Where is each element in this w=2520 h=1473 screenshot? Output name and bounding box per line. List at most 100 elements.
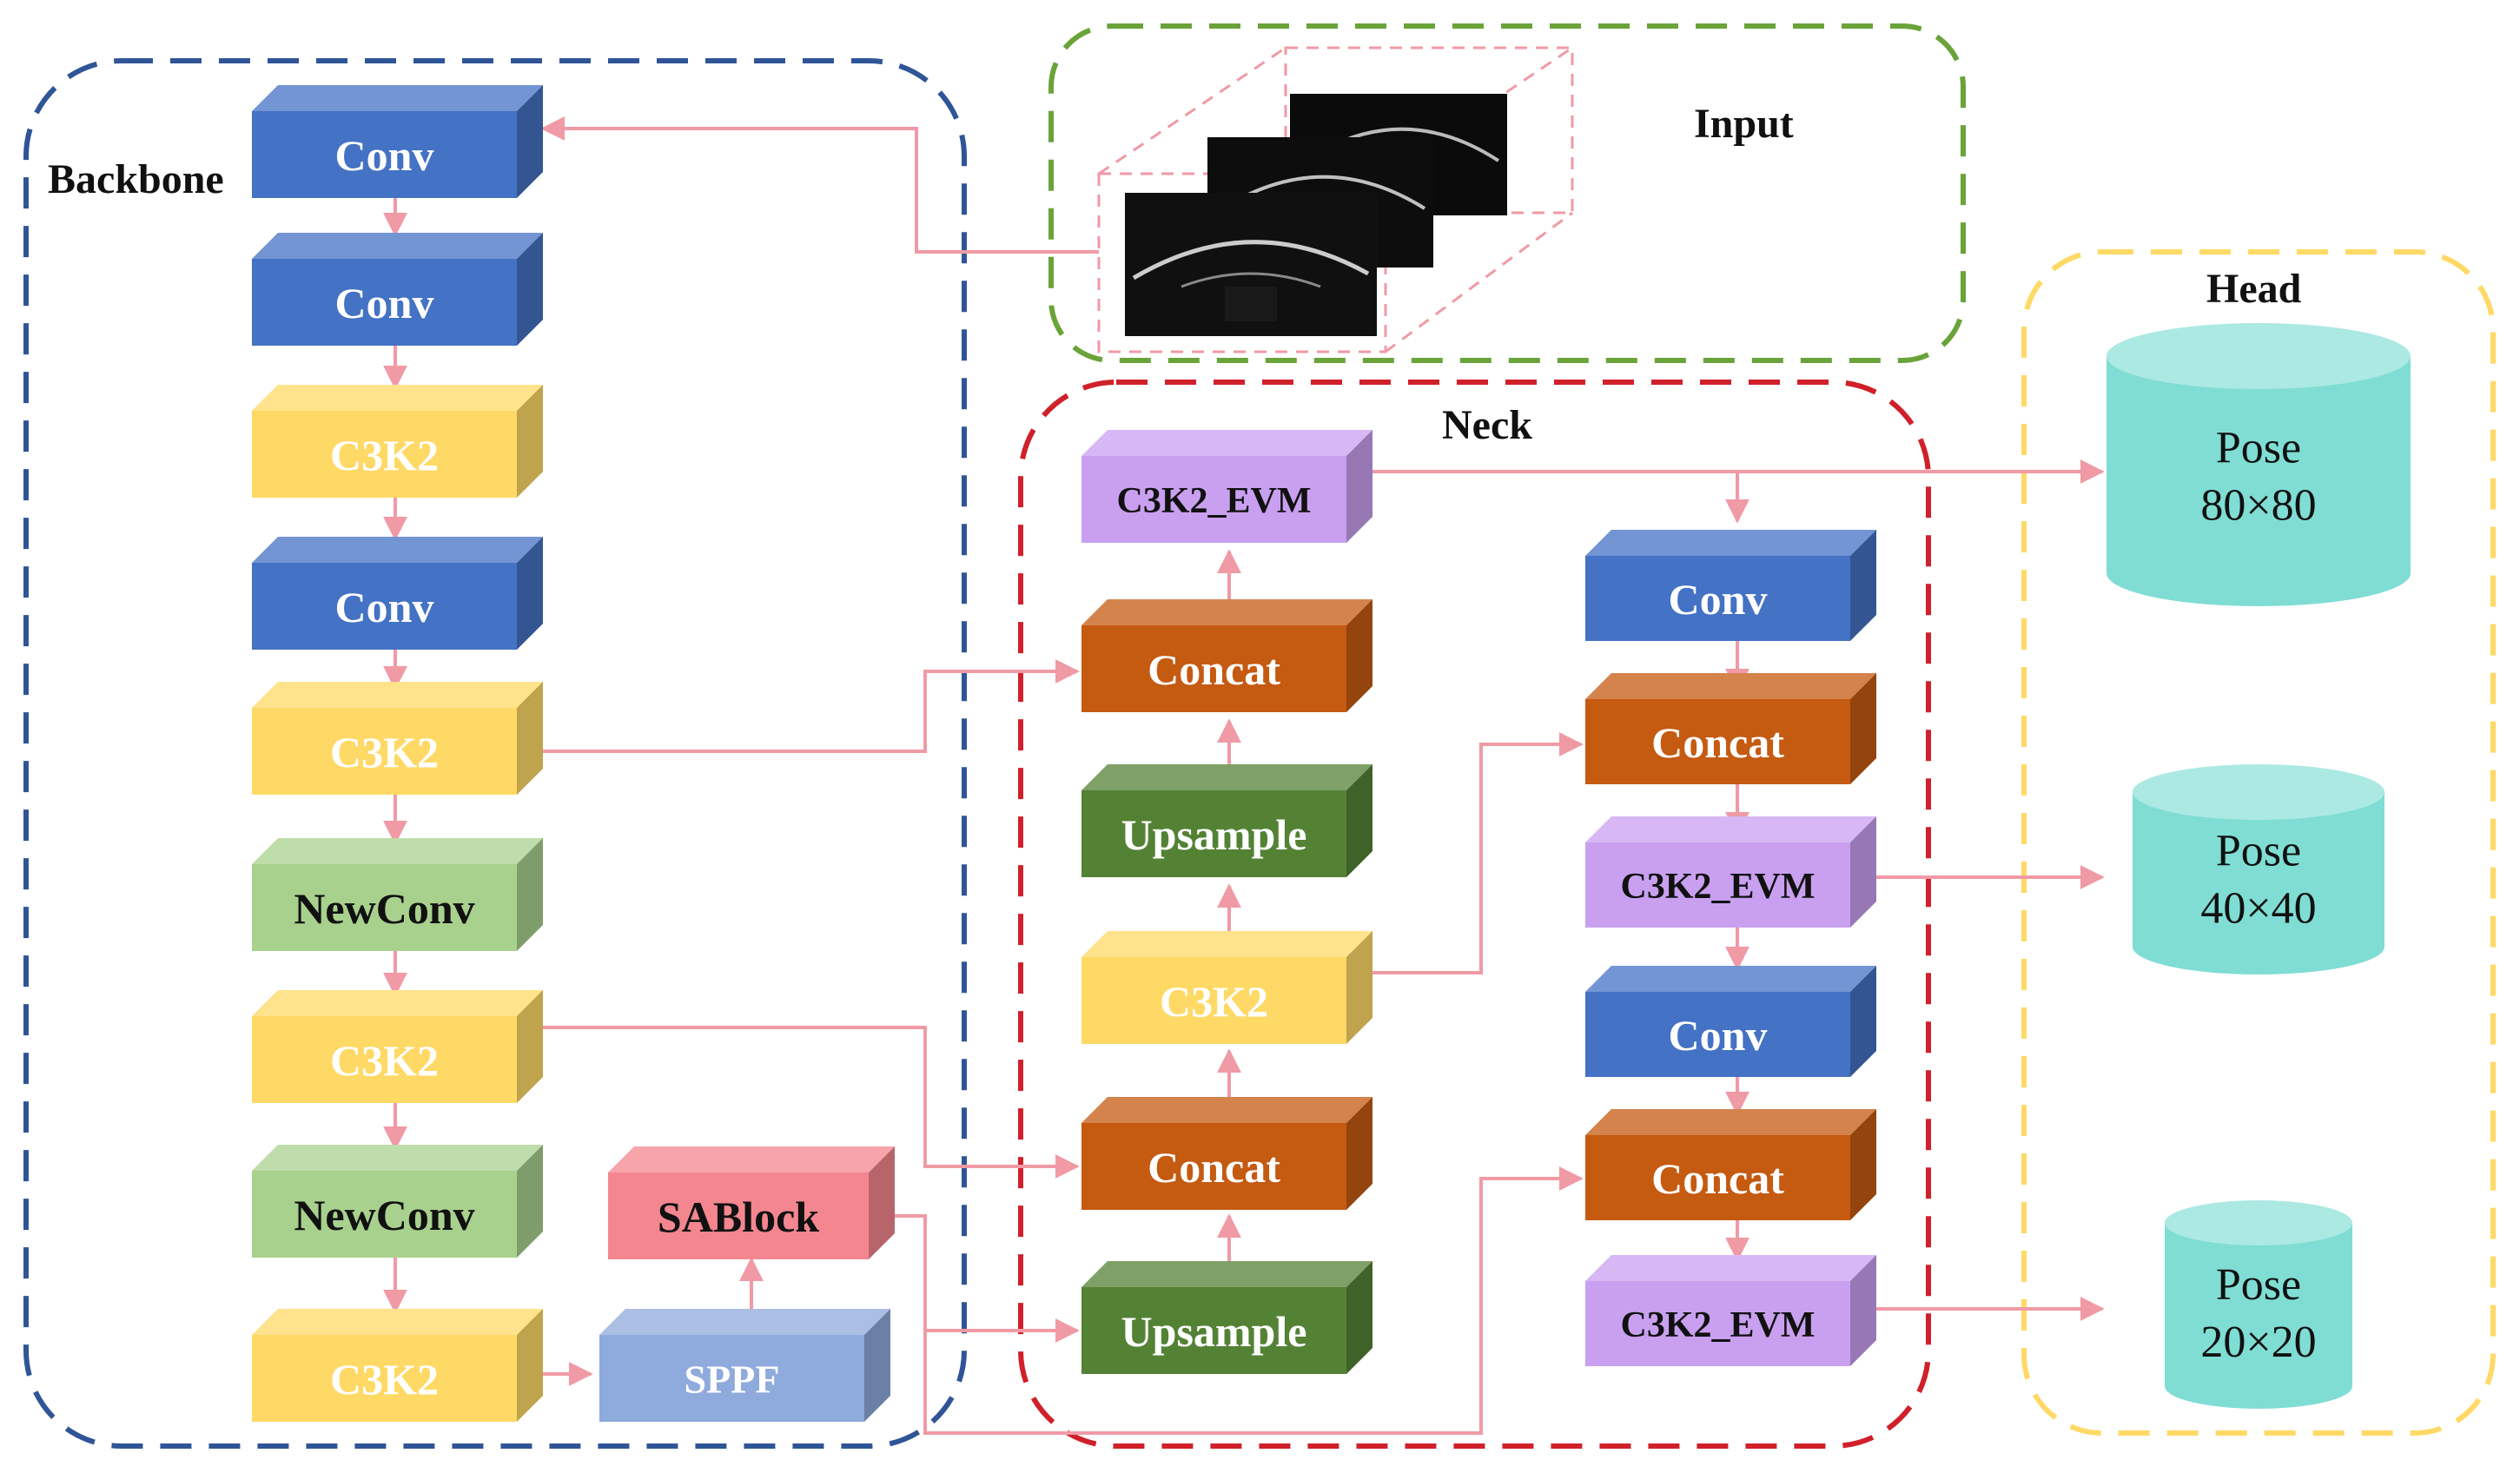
block-side-face [1850, 1109, 1876, 1220]
block-side-face [517, 537, 543, 650]
block-label: C3K2 [330, 728, 439, 776]
block-b-c3k2-4: C3K2 [252, 1309, 543, 1422]
block-side-face [1850, 816, 1876, 928]
block-top-face [1081, 599, 1372, 625]
cylinder-bottom [2165, 1364, 2352, 1409]
head-pose3-label: Pose [2216, 1260, 2301, 1310]
block-b-sppf: SPPF [599, 1309, 890, 1422]
block-n-conv2: Conv [1585, 966, 1876, 1077]
block-label: Concat [1148, 1143, 1280, 1192]
block-label: Concat [1651, 1154, 1784, 1203]
block-front-face [252, 111, 517, 198]
block-label: C3K2 [330, 1036, 439, 1085]
cylinder-bottom [2107, 540, 2411, 606]
block-side-face [517, 1145, 543, 1258]
block-front-face [1081, 456, 1346, 543]
block-b-c3k2-3: C3K2 [252, 990, 543, 1103]
block-top-face [1585, 816, 1876, 842]
block-label: Upsample [1121, 1307, 1307, 1356]
block-side-face [1850, 673, 1876, 784]
block-label: C3K2 [330, 431, 439, 479]
block-b-conv2: Conv [252, 233, 543, 346]
block-b-newconv2: NewConv [252, 1145, 543, 1258]
block-side-face [1346, 764, 1372, 877]
block-front-face [1585, 1281, 1850, 1366]
block-label: C3K2_EVM [1621, 867, 1816, 907]
block-b-conv3: Conv [252, 537, 543, 650]
block-label: NewConv [294, 1191, 474, 1239]
block-label: Concat [1148, 645, 1280, 694]
neck-group-frame [1018, 380, 1931, 1449]
input-image-stack [1097, 46, 1574, 353]
block-front-face [252, 259, 517, 346]
block-top-face [608, 1146, 895, 1172]
block-top-face [252, 682, 543, 708]
block-label: Conv [1669, 575, 1768, 624]
block-top-face [252, 1309, 543, 1335]
block-side-face [1346, 931, 1372, 1044]
block-side-face [1346, 1097, 1372, 1210]
block-side-face [517, 990, 543, 1103]
head-pose1-size: 80×80 [2200, 480, 2316, 530]
backbone-group-title: Backbone [48, 156, 224, 202]
block-n-c3k2evm-top: C3K2_EVM [1081, 430, 1372, 543]
block-front-face [1081, 625, 1346, 712]
block-n-concat3: Concat [1585, 673, 1876, 784]
block-front-face [1081, 1287, 1346, 1374]
block-n-concat1: Concat [1081, 599, 1372, 712]
block-side-face [1850, 966, 1876, 1077]
block-side-face [517, 233, 543, 346]
block-front-face [1081, 1123, 1346, 1210]
block-label: SABlock [658, 1192, 819, 1241]
input-group-title: Input [1694, 101, 1794, 147]
cylinder-bottom [2133, 919, 2384, 974]
block-label: C3K2_EVM [1117, 481, 1312, 521]
head-pose1-label: Pose [2216, 423, 2301, 472]
block-side-face [517, 682, 543, 795]
input-group-frame [1048, 23, 1966, 363]
block-top-face [1081, 430, 1372, 456]
block-n-c3k2evm-bot: C3K2_EVM [1585, 1255, 1876, 1366]
block-top-face [252, 85, 543, 111]
block-n-conv1: Conv [1585, 530, 1876, 641]
blocks-layer: ConvConvC3K2ConvC3K2NewConvC3K2NewConvC3… [252, 85, 1876, 1422]
block-front-face [599, 1335, 864, 1422]
block-side-face [1346, 599, 1372, 712]
block-front-face [1585, 699, 1850, 784]
head-pose2-label: Pose [2216, 827, 2301, 876]
block-side-face [517, 1309, 543, 1422]
block-side-face [517, 85, 543, 198]
block-n-upsample1: Upsample [1081, 764, 1372, 877]
head-group-title: Head [2206, 266, 2302, 312]
block-top-face [1081, 931, 1372, 957]
block-side-face [1850, 1255, 1876, 1366]
block-front-face [252, 1335, 517, 1422]
block-n-concat4: Concat [1585, 1109, 1876, 1220]
block-label: C3K2 [1160, 977, 1268, 1026]
block-top-face [252, 1145, 543, 1171]
block-top-face [252, 838, 543, 864]
block-top-face [1585, 1109, 1876, 1135]
block-b-conv1: Conv [252, 85, 543, 198]
block-front-face [608, 1172, 869, 1259]
block-label: NewConv [294, 884, 474, 933]
arrow-input-to-conv [540, 116, 1099, 254]
head-pose3-cylinder: Pose 20×20 [2165, 1200, 2352, 1409]
block-top-face [1081, 1097, 1372, 1123]
head-group-frame [2021, 249, 2496, 1436]
head-pose3-size: 20×20 [2200, 1318, 2316, 1367]
block-front-face [1585, 1135, 1850, 1220]
block-front-face [252, 1171, 517, 1258]
block-label: C3K2_EVM [1621, 1305, 1816, 1345]
cylinder-top [2107, 323, 2411, 389]
block-b-c3k2-1: C3K2 [252, 385, 543, 498]
block-top-face [1585, 530, 1876, 556]
block-side-face [1850, 530, 1876, 641]
block-side-face [864, 1309, 890, 1422]
block-n-upsample2: Upsample [1081, 1261, 1372, 1374]
block-b-newconv1: NewConv [252, 838, 543, 951]
block-top-face [252, 385, 543, 411]
